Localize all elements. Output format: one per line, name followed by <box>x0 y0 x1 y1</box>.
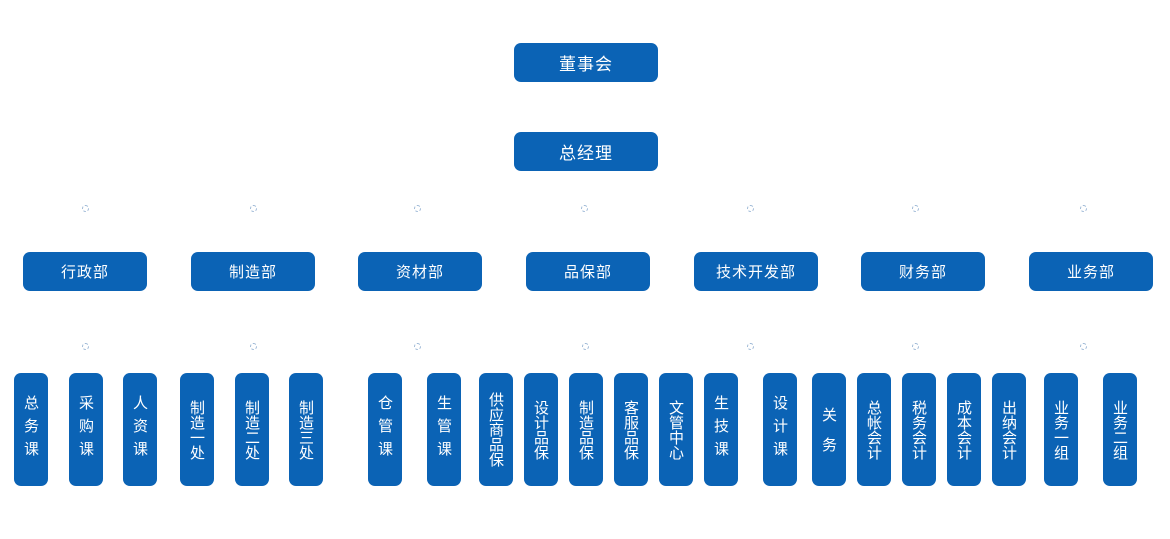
unit-box: 成本会计 <box>947 373 981 486</box>
unit-box: 制造一处 <box>180 373 214 486</box>
connector-dot <box>1080 205 1087 212</box>
connector-dot <box>414 205 421 212</box>
connector-dot <box>414 343 421 350</box>
unit-box: 总帐会计 <box>857 373 891 486</box>
unit-box: 制造二处 <box>235 373 269 486</box>
unit-box: 文管中心 <box>659 373 693 486</box>
connector-dot <box>250 205 257 212</box>
dept-finance: 财务部 <box>861 252 985 291</box>
unit-box: 设计品保 <box>524 373 558 486</box>
dept-sales: 业务部 <box>1029 252 1153 291</box>
general-manager-box: 总经理 <box>514 132 658 171</box>
unit-box: 制造品保 <box>569 373 603 486</box>
unit-box: 采购课 <box>69 373 103 486</box>
unit-box: 业务二组 <box>1103 373 1137 486</box>
connector-dot <box>581 205 588 212</box>
connector-dot <box>912 205 919 212</box>
unit-box: 税务会计 <box>902 373 936 486</box>
connector-dot <box>250 343 257 350</box>
dept-admin: 行政部 <box>23 252 147 291</box>
unit-box: 设计课 <box>763 373 797 486</box>
unit-box: 客服品保 <box>614 373 648 486</box>
dept-manufacturing: 制造部 <box>191 252 315 291</box>
unit-box: 仓管课 <box>368 373 402 486</box>
dept-tech-dev: 技术开发部 <box>694 252 818 291</box>
dept-materials: 资材部 <box>358 252 482 291</box>
unit-box: 供应商品保 <box>479 373 513 486</box>
unit-box: 制造三处 <box>289 373 323 486</box>
unit-box: 生管课 <box>427 373 461 486</box>
unit-box: 生技课 <box>704 373 738 486</box>
board-box: 董事会 <box>514 43 658 82</box>
unit-box: 出纳会计 <box>992 373 1026 486</box>
connector-dot <box>1080 343 1087 350</box>
unit-box: 总务课 <box>14 373 48 486</box>
unit-box: 关 务 <box>812 373 846 486</box>
connector-dot <box>912 343 919 350</box>
connector-dot <box>747 343 754 350</box>
connector-dot <box>582 343 589 350</box>
connector-dot <box>82 343 89 350</box>
dept-quality: 品保部 <box>526 252 650 291</box>
connector-dot <box>747 205 754 212</box>
connector-dot <box>82 205 89 212</box>
unit-box: 业务一组 <box>1044 373 1078 486</box>
unit-box: 人资课 <box>123 373 157 486</box>
